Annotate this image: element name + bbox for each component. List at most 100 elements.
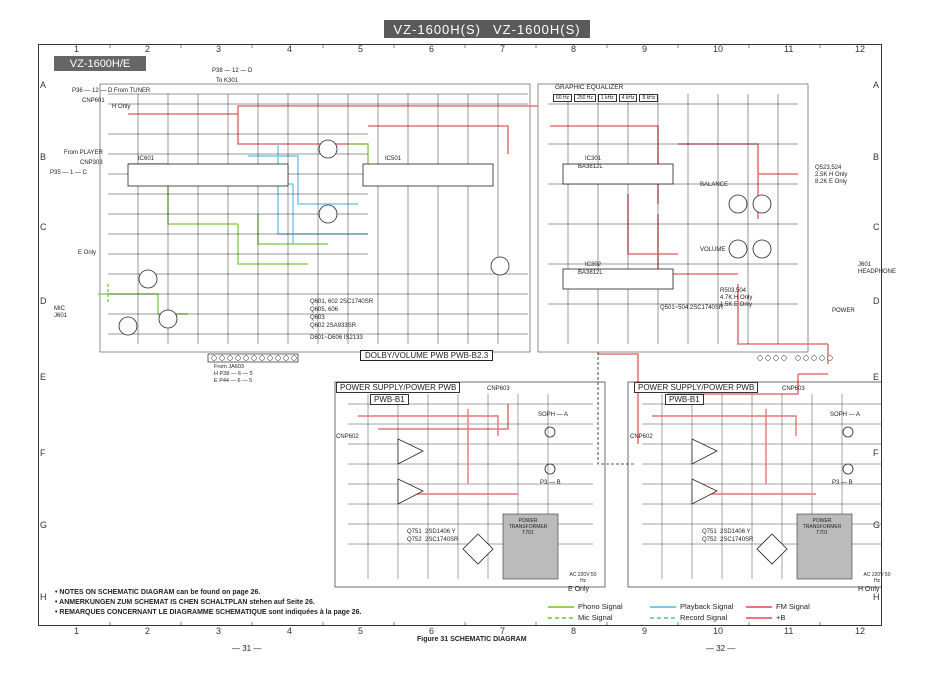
psu-left-cnp603: CNP603 xyxy=(487,386,510,392)
psu-right-region: H Only xyxy=(858,586,880,593)
psu-left-cnp602: CNP602 xyxy=(336,434,359,440)
psu-left-ac: AC 220V 50 Hz xyxy=(569,572,597,584)
note-de: • ANMERKUNGEN ZUM SCHEMAT IS CHEN SCHALT… xyxy=(55,599,315,606)
psu-left-transformer: POWER TRANSFORMER T701 xyxy=(508,518,548,536)
legend-swatch xyxy=(746,605,772,608)
eq-band-label: 1 kHz xyxy=(597,94,617,102)
model-tag: VZ-1600H/E xyxy=(54,56,146,71)
legend-item: +B xyxy=(746,613,785,622)
column-number-bottom: 11 xyxy=(784,626,794,636)
row-letter-right: D xyxy=(873,296,880,306)
column-number-top: 8 xyxy=(571,44,577,54)
column-number-bottom: 8 xyxy=(571,626,577,636)
legend-label: Mic Signal xyxy=(578,613,613,622)
column-number-bottom: 5 xyxy=(358,626,364,636)
psu-left-transistors: Q751 2SD1406 Y Q752 2SC1740SR xyxy=(407,529,459,543)
column-number-top: 4 xyxy=(287,44,293,54)
ic302-label: IC302 xyxy=(585,262,602,268)
column-number-top: 3 xyxy=(216,44,222,54)
label-p38: P38 — 12 — D xyxy=(212,68,253,74)
r503-label: R503,504 4.7K H Only 1.5K E Only xyxy=(720,288,753,308)
psu-right-cnp602: CNP602 xyxy=(630,434,653,440)
mic-jack-label: MIC J601 xyxy=(54,306,68,319)
psu-right-title: POWER SUPPLY/POWER PWB xyxy=(634,382,759,393)
label-to-k301: To K301 xyxy=(216,78,239,84)
headphone-jack-label: J601 HEADPHONE xyxy=(858,262,897,275)
column-number-top: 2 xyxy=(145,44,151,54)
psu-left-region: E Only xyxy=(568,586,590,593)
row-letter-right: H xyxy=(873,592,880,602)
psu-right-subtitle: PWB-B1 xyxy=(665,394,704,405)
column-number-bottom: 3 xyxy=(216,626,222,636)
row-letter-left: D xyxy=(40,296,47,306)
power-switch-label: POWER xyxy=(832,308,855,314)
psu-right-transistors: Q751 2SD1406 Y Q752 2SC1740SR xyxy=(702,529,754,543)
psu-left-p3: P3 — B xyxy=(540,480,561,486)
row-letter-right: E xyxy=(873,372,880,382)
column-number-top: 1 xyxy=(74,44,80,54)
label-e-only: E Only xyxy=(78,250,97,256)
schematic-frame xyxy=(38,44,882,626)
column-number-top: 9 xyxy=(642,44,648,54)
column-number-bottom: 12 xyxy=(855,626,866,636)
psu-right-p3: P3 — B xyxy=(832,480,853,486)
column-number-bottom: 10 xyxy=(713,626,724,636)
psu-left-title: POWER SUPPLY/POWER PWB xyxy=(336,382,461,393)
volume-label: VOLUME xyxy=(700,247,726,253)
psu-right-transformer: POWER TRANSFORMER T701 xyxy=(802,518,842,536)
q501-label: Q501~504 2SC1740SR xyxy=(660,305,724,311)
column-number-top: 5 xyxy=(358,44,364,54)
label-p36: P36 — 12 — D From TUNER xyxy=(72,88,151,94)
column-number-top: 7 xyxy=(500,44,506,54)
note-en: • NOTES ON SCHEMATIC DIAGRAM can be foun… xyxy=(55,589,261,596)
title-right: VZ-1600H(S) xyxy=(493,21,581,37)
ic601-label: IC601 xyxy=(138,156,155,162)
legend-label: +B xyxy=(776,613,786,622)
title-left: VZ-1600H(S) xyxy=(393,21,481,37)
label-p35: P35 — 1 — C xyxy=(50,170,88,176)
row-letter-left: E xyxy=(40,372,47,382)
column-number-bottom: 6 xyxy=(429,626,435,636)
schematic-drawing xyxy=(98,44,882,626)
label-from-player: From PLAYER xyxy=(64,150,103,156)
page-number-right: — 32 — xyxy=(706,644,736,653)
eq-band-label: 8 kHz xyxy=(639,94,659,102)
legend-item: Mic Signal xyxy=(548,613,613,622)
column-number-top: 6 xyxy=(429,44,435,54)
label-graphic-eq: GRAPHIC EQUALIZER xyxy=(555,84,624,91)
row-letter-left: F xyxy=(40,448,46,458)
page-number-left: — 31 — xyxy=(232,644,262,653)
eq-band-label: 4 kHz xyxy=(618,94,638,102)
legend-item: Phono Signal xyxy=(548,602,623,611)
row-letter-right: B xyxy=(873,152,880,162)
legend-swatch xyxy=(650,616,676,619)
dolby-board-label: DOLBY/VOLUME PWB PWB-B2.3 xyxy=(360,350,494,361)
legend-swatch xyxy=(746,616,772,619)
column-number-bottom: 4 xyxy=(287,626,293,636)
label-cnp601: CNP601 xyxy=(82,98,105,104)
q523-label: Q523,524 2.5K H Only 8.2K E Only xyxy=(815,165,848,185)
column-number-top: 11 xyxy=(784,44,794,54)
label-h-only: H Only xyxy=(112,104,131,110)
label-cnp303: CNP303 xyxy=(80,160,103,166)
row-letter-left: A xyxy=(40,80,47,90)
column-number-bottom: 1 xyxy=(74,626,80,636)
row-letter-right: F xyxy=(873,448,879,458)
psu-left-soph: SOPH — A xyxy=(538,412,569,418)
psu-right-ac: AC 220V 50 Hz xyxy=(863,572,891,584)
row-letter-left: B xyxy=(40,152,47,162)
eq-band-label: 250 Hz xyxy=(574,94,596,102)
psu-right-cnp603: CNP603 xyxy=(782,386,805,392)
psu-left-subtitle: PWB-B1 xyxy=(370,394,409,405)
from-ja603: From JA603 H P38 — 6 — 5 E P44 — 6 — 5 xyxy=(214,364,253,384)
eq-band-label: 60 Hz xyxy=(553,94,573,102)
figure-caption: Figure 31 SCHEMATIC DIAGRAM xyxy=(417,636,527,643)
column-number-bottom: 7 xyxy=(500,626,506,636)
psu-right-soph: SOPH — A xyxy=(830,412,861,418)
ba3812l-2-label: BA3812L xyxy=(578,270,603,276)
row-letter-left: G xyxy=(40,520,48,530)
legend-item: Playback Signal xyxy=(650,602,733,611)
legend-item: FM Signal xyxy=(746,602,810,611)
legend-swatch xyxy=(548,605,574,608)
